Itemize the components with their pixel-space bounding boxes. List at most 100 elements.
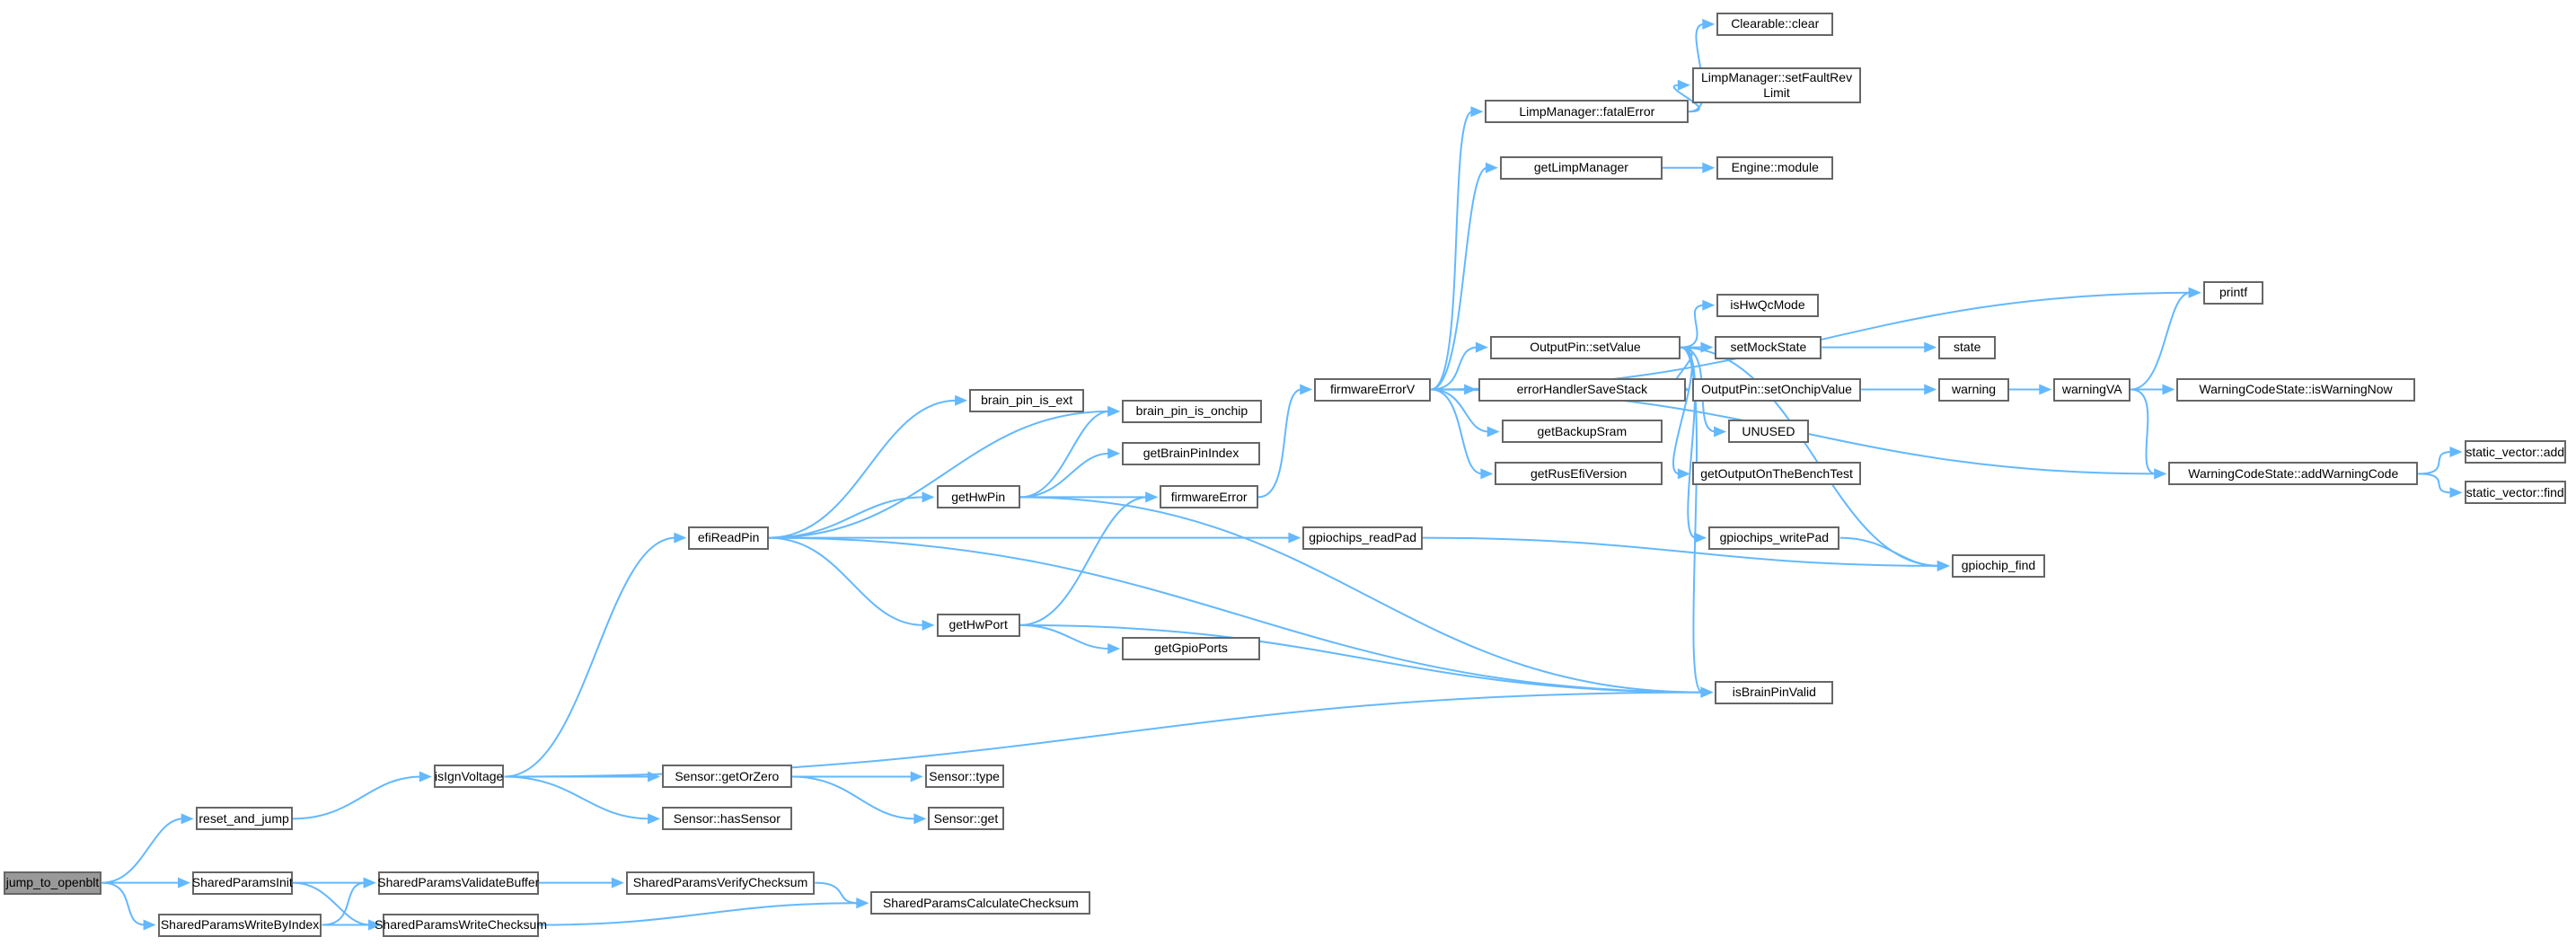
node-sharedparamsverifychecksum[interactable]: SharedParamsVerifyChecksum bbox=[625, 871, 816, 895]
node-getbackupsram[interactable]: getBackupSram bbox=[1501, 420, 1663, 444]
edge-WarningCodeState_addWarningCode-to-static_vector_add bbox=[2418, 451, 2452, 475]
arrowhead-icon bbox=[2162, 384, 2175, 395]
node-reset-and-jump[interactable]: reset_and_jump bbox=[195, 807, 293, 831]
node-engine-module[interactable]: Engine::module bbox=[1716, 155, 1834, 180]
arrowhead-icon bbox=[1300, 384, 1313, 395]
arrowhead-icon bbox=[1475, 341, 1488, 353]
arrowhead-icon bbox=[674, 532, 687, 544]
node-firmwareerror[interactable]: firmwareError bbox=[1160, 485, 1258, 509]
arrowhead-icon bbox=[1714, 426, 1727, 438]
node-sharedparamscalculatechecksum[interactable]: SharedParamsCalculateChecksum bbox=[870, 891, 1091, 915]
node-sharedparamswritebyindex[interactable]: SharedParamsWriteByIndex bbox=[157, 913, 322, 937]
node-sharedparamsinit[interactable]: SharedParamsInit bbox=[192, 871, 293, 895]
node-efireadpin[interactable]: efiReadPin bbox=[688, 526, 769, 550]
node-sensor-getorzero[interactable]: Sensor::getOrZero bbox=[662, 765, 792, 789]
arrowhead-icon bbox=[177, 877, 190, 889]
edge-getHwPin-to-isBrainPinValid bbox=[1019, 496, 1703, 694]
arrowhead-icon bbox=[955, 394, 968, 406]
edge-SharedParamsInit-to-SharedParamsWriteChecksum bbox=[292, 881, 371, 926]
arrowhead-icon bbox=[2449, 446, 2463, 458]
node-outputpin-setonchipvalue[interactable]: OutputPin::setOnchipValue bbox=[1691, 377, 1862, 402]
node-errorhandlersavestack[interactable]: errorHandlerSaveStack bbox=[1478, 377, 1686, 402]
node-isbrainpinvalid[interactable]: isBrainPinValid bbox=[1715, 680, 1834, 704]
edge-getHwPin-to-brain_pin_is_onchip bbox=[1019, 410, 1110, 499]
node-sensor-get[interactable]: Sensor::get bbox=[928, 807, 1004, 831]
node-getrusefiversion[interactable]: getRusEfiVersion bbox=[1495, 462, 1663, 486]
node-getoutputonthebenchtest[interactable]: getOutputOnTheBenchTest bbox=[1691, 462, 1862, 486]
node-sharedparamsvalidatebuffer[interactable]: SharedParamsValidateBuffer bbox=[377, 871, 539, 895]
node-printf[interactable]: printf bbox=[2202, 280, 2264, 305]
node-jump-to-openblt[interactable]: jump_to_openblt bbox=[3, 871, 102, 895]
node-limpmanager-fatalerror[interactable]: LimpManager::fatalError bbox=[1485, 100, 1689, 124]
arrowhead-icon bbox=[913, 813, 927, 825]
arrowhead-icon bbox=[2154, 468, 2167, 480]
arrowhead-icon bbox=[1480, 468, 1494, 480]
node-clearable-clear[interactable]: Clearable::clear bbox=[1716, 12, 1834, 36]
node-gethwport[interactable]: getHwPort bbox=[936, 613, 1020, 637]
arrowhead-icon bbox=[1924, 341, 1937, 353]
edge-getHwPort-to-firmwareError bbox=[1019, 496, 1148, 626]
node-gethwpin[interactable]: getHwPin bbox=[936, 485, 1020, 509]
node-ishwqcmode[interactable]: isHwQcMode bbox=[1716, 293, 1819, 317]
node-static-vector-find[interactable]: static_vector::find bbox=[2464, 481, 2566, 505]
edge-isIgnVoltage-to-Sensor_hasSensor bbox=[504, 775, 650, 820]
node-getgpioports[interactable]: getGpioPorts bbox=[1122, 636, 1260, 660]
arrowhead-icon bbox=[922, 619, 935, 631]
node-limpmanager-setfaultrevlimit[interactable]: LimpManager::setFaultRev Limit bbox=[1691, 66, 1862, 103]
arrowhead-icon bbox=[143, 919, 156, 931]
node-setmockstate[interactable]: setMockState bbox=[1715, 335, 1822, 359]
edge-getHwPort-to-getGpioPorts bbox=[1019, 623, 1110, 650]
node-isignvoltage[interactable]: isIgnVoltage bbox=[433, 765, 505, 789]
edge-jump_to_openblt-to-SharedParamsWriteByIndex bbox=[101, 881, 146, 926]
edge-efiReadPin-to-brain_pin_is_onchip bbox=[768, 410, 1110, 539]
edge-firmwareErrorV-to-OutputPin_setValue bbox=[1431, 346, 1478, 391]
edge-OutputPin_setValue-to-gpiochips_writePad bbox=[1680, 346, 1697, 539]
node-warningcodestate-iswarningnow[interactable]: WarningCodeState::isWarningNow bbox=[2176, 377, 2415, 402]
node-gpiochips-writepad[interactable]: gpiochips_writePad bbox=[1708, 526, 1840, 550]
arrowhead-icon bbox=[363, 877, 376, 889]
arrowhead-icon bbox=[1485, 162, 1498, 173]
arrowhead-icon bbox=[1288, 532, 1301, 544]
node-outputpin-setvalue[interactable]: OutputPin::setValue bbox=[1489, 335, 1681, 359]
arrowhead-icon bbox=[648, 771, 661, 782]
edge-efiReadPin-to-isBrainPinValid bbox=[768, 536, 1703, 694]
node-unused[interactable]: UNUSED bbox=[1728, 420, 1809, 444]
node-gpiochip-find[interactable]: gpiochip_find bbox=[1951, 553, 2046, 578]
edge-reset_and_jump-to-isIgnVoltage bbox=[292, 775, 421, 820]
node-firmwareerrorv[interactable]: firmwareErrorV bbox=[1314, 377, 1432, 402]
arrowhead-icon bbox=[1924, 384, 1937, 395]
node-getbrainpinindex[interactable]: getBrainPinIndex bbox=[1122, 441, 1260, 465]
node-warningva[interactable]: warningVA bbox=[2053, 377, 2131, 402]
node-warning[interactable]: warning bbox=[1938, 377, 2009, 402]
node-warningcodestate-addwarningcode[interactable]: WarningCodeState::addWarningCode bbox=[2168, 462, 2419, 486]
arrowhead-icon bbox=[1677, 79, 1690, 91]
edge-firmwareError-to-firmwareErrorV bbox=[1257, 388, 1302, 499]
arrowhead-icon bbox=[922, 491, 935, 503]
node-sensor-type[interactable]: Sensor::type bbox=[924, 765, 1004, 789]
arrowhead-icon bbox=[1702, 299, 1716, 311]
arrowhead-icon bbox=[2039, 384, 2052, 395]
node-brain-pin-is-ext[interactable]: brain_pin_is_ext bbox=[969, 388, 1085, 412]
arrowhead-icon bbox=[1107, 405, 1121, 417]
arrowhead-icon bbox=[1470, 106, 1484, 118]
edge-firmwareErrorV-to-getRusEfiVersion bbox=[1430, 388, 1483, 475]
node-state[interactable]: state bbox=[1938, 335, 1997, 359]
node-getlimpmanager[interactable]: getLimpManager bbox=[1499, 155, 1663, 180]
arrowhead-icon bbox=[1107, 642, 1121, 654]
arrowhead-icon bbox=[1700, 686, 1714, 698]
edge-warningVA-to-WarningCodeState_addWarningCode bbox=[2130, 388, 2157, 475]
edge-SharedParamsWriteChecksum-to-SharedParamsCalculateChecksum bbox=[538, 902, 859, 926]
node-sharedparamswritechecksum[interactable]: SharedParamsWriteChecksum bbox=[375, 913, 547, 937]
edge-jump_to_openblt-to-reset_and_jump bbox=[101, 818, 183, 884]
node-brain-pin-is-onchip[interactable]: brain_pin_is_onchip bbox=[1122, 399, 1262, 423]
edge-isIgnVoltage-to-isBrainPinValid bbox=[504, 691, 1703, 778]
arrowhead-icon bbox=[1702, 18, 1716, 30]
edge-OutputPin_setValue-to-isBrainPinValid bbox=[1680, 346, 1703, 694]
node-gpiochips-readpad[interactable]: gpiochips_readPad bbox=[1302, 526, 1423, 550]
edge-LimpManager_fatalError-to-LimpManager_setFaultRevLimit bbox=[1672, 84, 1700, 113]
edge-isIgnVoltage-to-efiReadPin bbox=[504, 536, 676, 778]
node-static-vector-add[interactable]: static_vector::add bbox=[2464, 440, 2566, 464]
edge-efiReadPin-to-brain_pin_is_ext bbox=[768, 399, 957, 539]
node-sensor-hassensor[interactable]: Sensor::hasSensor bbox=[662, 807, 792, 831]
